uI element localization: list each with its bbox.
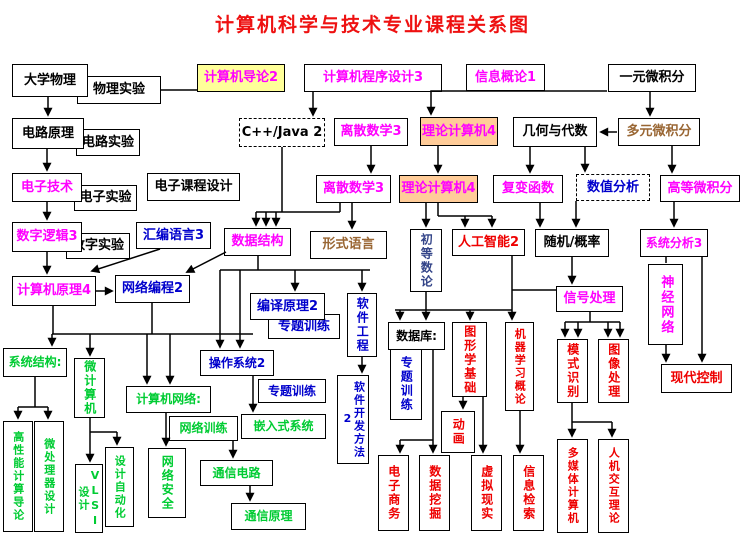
node-info-intro: 信息概论1 [466, 64, 545, 91]
node-computer-networks: 计算机网络: [126, 386, 211, 413]
node-operating-systems: 操作系统2 [200, 350, 274, 376]
page-title: 计算机科学与技术专业课程关系图 [214, 14, 530, 36]
node-number-theory: 初等数论 [410, 229, 442, 292]
node-electronics-lab: 电子实验 [74, 185, 137, 211]
node-data-structures: 数据结构 [224, 228, 291, 256]
node-computer-principles: 计算机原理4 [12, 276, 96, 306]
node-hpc-intro: 高性能计算导论 [3, 421, 33, 532]
node-theory-computing-2: 理论计算机4 [399, 175, 478, 203]
node-software-dev-methods: 软件开发方法2 [337, 375, 369, 464]
node-comm-principles: 通信原理 [231, 503, 306, 530]
edge-arrow [185, 251, 227, 273]
node-intro-to-cs: 计算机导论2 [197, 64, 285, 92]
node-multimedia-computing: 多媒体计算机 [557, 439, 588, 533]
node-comm-circuits: 通信电路 [200, 460, 273, 486]
node-graphics-fundamentals: 图形学基础 [452, 322, 487, 397]
node-numerical-analysis: 数值分析 [576, 174, 650, 201]
node-information-retrieval: 信息检索 [513, 455, 544, 531]
node-systems-analysis: 系统分析3 [640, 229, 708, 257]
node-neural-networks: 神经网络 [648, 264, 683, 345]
node-machine-learning-intro: 机器学习概论 [505, 322, 534, 411]
node-hci-theory: 人机交互理论 [598, 439, 629, 533]
node-virtual-reality: 虚拟现实 [471, 455, 502, 531]
node-image-processing: 图像处理 [598, 339, 629, 403]
node-embedded-systems: 嵌入式系统 [241, 414, 326, 439]
node-circuit-lab: 电路实验 [76, 129, 140, 156]
node-signal-processing: 信号处理 [556, 286, 623, 312]
node-probability: 随机/概率 [535, 229, 609, 257]
node-university-physics: 大学物理 [12, 64, 88, 97]
node-electronics: 电子技术 [12, 173, 82, 202]
node-advanced-calculus: 高等微积分 [660, 175, 740, 202]
node-cpp-java: C++/Java 2 [239, 118, 325, 147]
node-calculus-single: 一元微积分 [608, 64, 696, 92]
node-complex-functions: 复变函数 [493, 175, 563, 203]
node-discrete-math-2: 离散数学3 [316, 175, 391, 203]
node-discrete-math-1: 离散数学3 [334, 118, 408, 146]
node-programming: 计算机程序设计3 [304, 64, 442, 92]
node-pattern-recognition: 模式识别 [557, 339, 588, 403]
node-calculus-multi: 多元微积分 [618, 118, 700, 146]
node-software-engineering: 软件工程 [347, 293, 377, 357]
node-design-automation: 设计自动化 [105, 447, 134, 527]
node-modern-control: 现代控制 [661, 364, 732, 393]
node-electronics-course-design: 电子课程设计 [147, 173, 240, 201]
edge-arrow [426, 90, 607, 116]
node-microcomputer: 微计算机 [74, 358, 105, 418]
node-os-practicum: 专题训练 [258, 379, 326, 403]
node-assembly: 汇编语言3 [136, 222, 211, 249]
node-e-commerce: 电子商务 [378, 455, 409, 531]
node-database: 数据库: [388, 322, 445, 350]
node-formal-languages: 形式语言 [310, 231, 387, 259]
node-theory-computing-1: 理论计算机4 [420, 117, 498, 146]
node-compiler: 编译原理2 [250, 293, 325, 320]
node-physics-lab: 物理实验 [77, 76, 161, 104]
node-network-security: 网络安全 [148, 448, 186, 518]
node-microprocessor-design: 微处理器设计 [34, 421, 64, 532]
node-network-training: 网络训练 [169, 416, 238, 441]
node-database-practicum: 专题训练 [390, 347, 422, 420]
node-systems-architecture: 系统结构: [3, 348, 67, 377]
node-animation: 动画 [441, 411, 475, 453]
node-geometry-algebra: 几何与代数 [513, 117, 597, 147]
node-vlsi-design: VLSI设计 [75, 464, 103, 533]
node-artificial-intelligence: 人工智能2 [452, 229, 525, 256]
node-network-programming: 网络编程2 [115, 275, 190, 303]
node-data-mining: 数据挖掘 [419, 455, 450, 531]
node-digital-logic: 数字逻辑3 [12, 222, 82, 252]
node-circuit-theory: 电路原理 [12, 118, 84, 149]
